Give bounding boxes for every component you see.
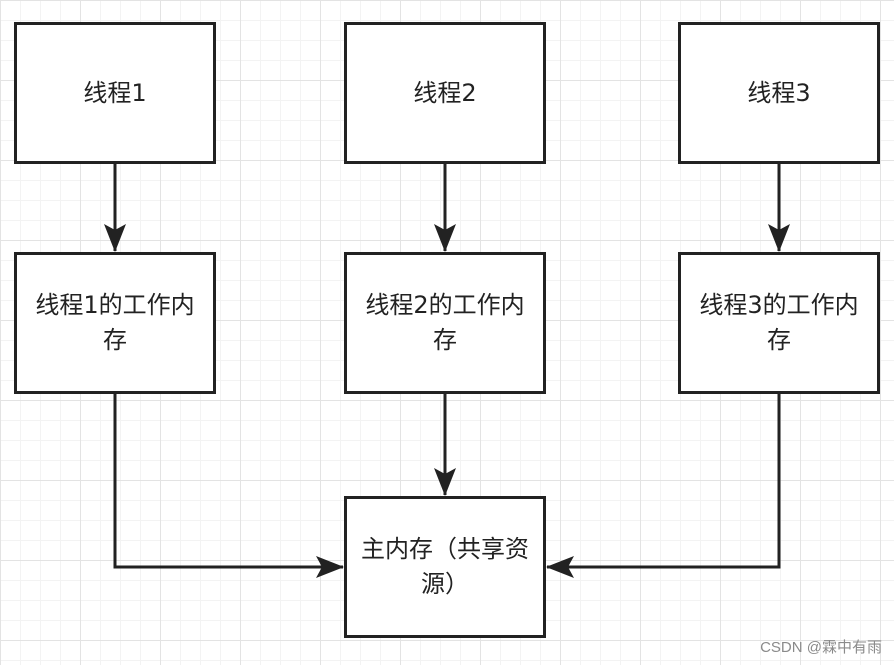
- thread-3-node: 线程3: [678, 22, 880, 164]
- main-memory-label: 主内存（共享资源）: [361, 535, 529, 598]
- working-memory-3-label: 线程3的工作内存: [699, 291, 859, 354]
- thread-1-label: 线程1: [83, 78, 147, 107]
- working-memory-1-label: 线程1的工作内存: [35, 291, 195, 354]
- working-memory-1-node: 线程1的工作内存: [14, 252, 216, 394]
- thread-2-node: 线程2: [344, 22, 546, 164]
- main-memory-node: 主内存（共享资源）: [344, 496, 546, 638]
- arrow-workmem1-to-mainmem: [113, 394, 344, 578]
- working-memory-2-label: 线程2的工作内存: [365, 291, 525, 354]
- working-memory-3-node: 线程3的工作内存: [678, 252, 880, 394]
- working-memory-2-node: 线程2的工作内存: [344, 252, 546, 394]
- thread-3-label: 线程3: [747, 78, 811, 107]
- thread-2-label: 线程2: [413, 78, 477, 107]
- csdn-watermark: CSDN @霖中有雨: [760, 639, 882, 656]
- thread-1-node: 线程1: [14, 22, 216, 164]
- arrow-workmem3-to-mainmem: [546, 394, 781, 578]
